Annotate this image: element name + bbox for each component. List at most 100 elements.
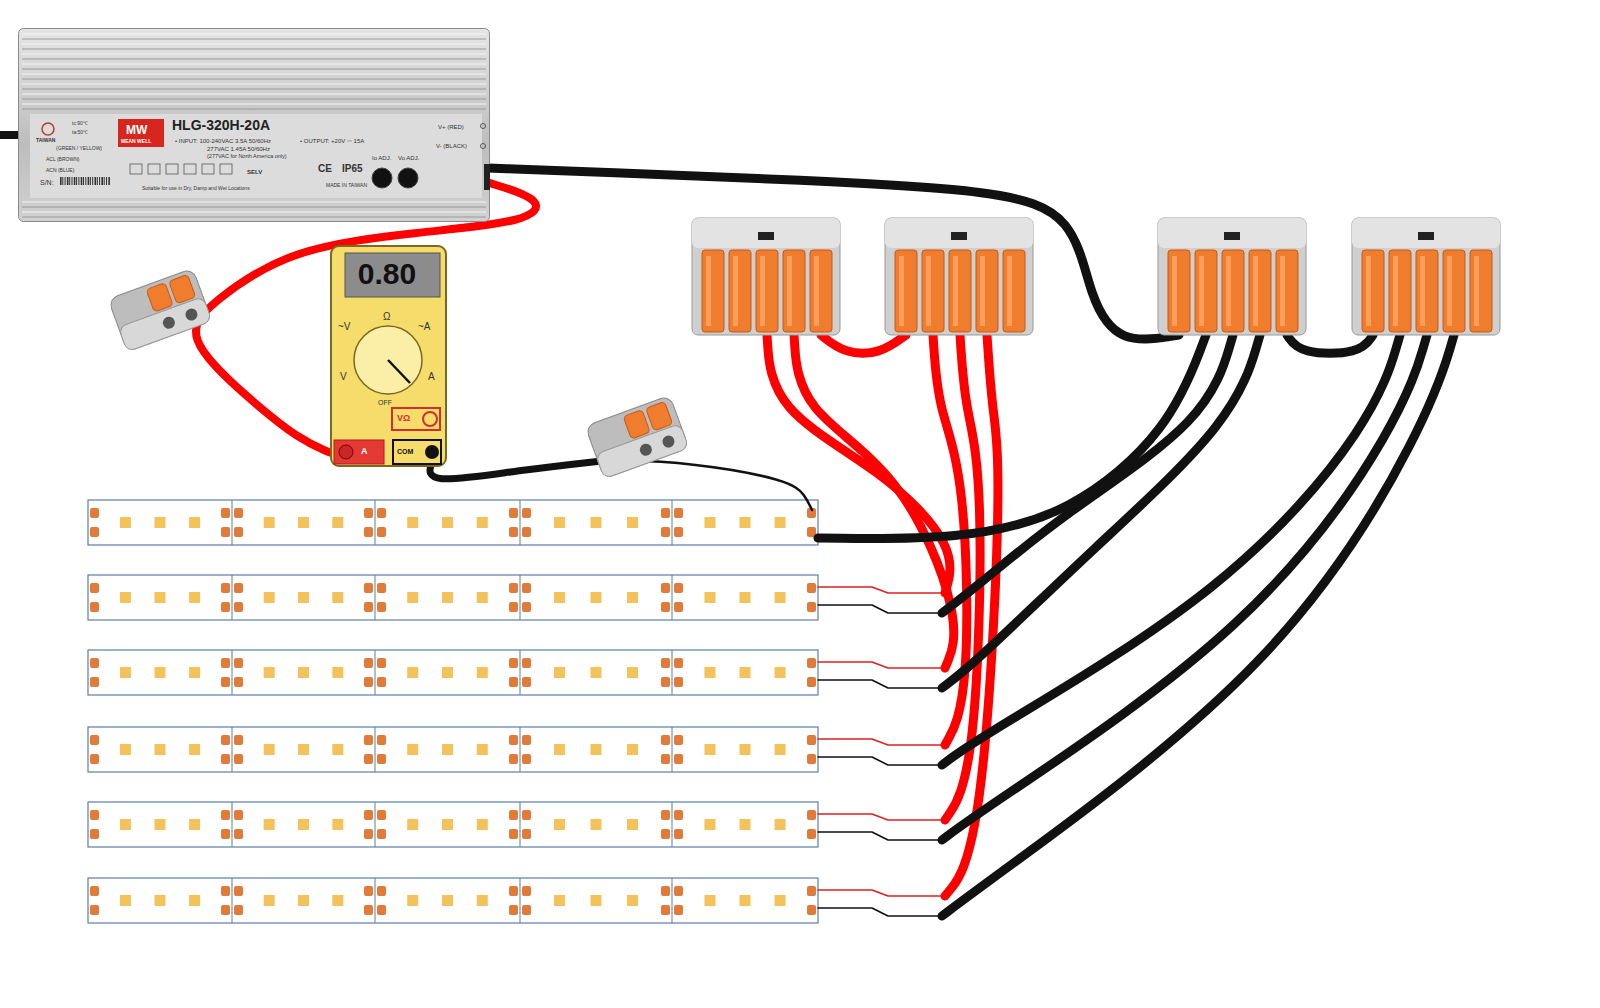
connector-body: [692, 218, 840, 248]
led-chip: [775, 819, 786, 830]
connector-lever: [729, 250, 751, 332]
lever-connector: [108, 268, 212, 351]
led-chip: [704, 592, 715, 603]
solder-pad: [807, 677, 816, 687]
cut-line: [232, 575, 233, 620]
wire: [794, 335, 954, 668]
led-chip: [155, 592, 166, 603]
led-chip: [442, 895, 453, 906]
solder-pad: [364, 658, 373, 668]
connector-body: [585, 395, 689, 478]
solder-pad: [661, 508, 670, 518]
solder-pad: [674, 677, 683, 687]
led-strip: [88, 650, 818, 695]
strip-tape: [88, 500, 818, 545]
solder-pad: [807, 658, 816, 668]
cert-icon: [148, 164, 160, 174]
led-chip: [407, 517, 418, 528]
jumper-wire: [1287, 335, 1373, 353]
solder-pad: [674, 735, 683, 745]
connector-window: [951, 232, 967, 240]
cut-line: [672, 802, 673, 847]
solder-pad: [221, 905, 230, 915]
brand-logo: [118, 119, 164, 147]
led-chip: [775, 592, 786, 603]
cooling-fin: [22, 74, 486, 75]
connector-lever: [1195, 250, 1217, 332]
solder-pad: [807, 583, 816, 593]
solder-pad: [509, 886, 518, 896]
cooling-fin: [22, 217, 486, 218]
led-chip: [740, 517, 751, 528]
connector-lever: [895, 250, 917, 332]
cut-line: [520, 878, 521, 923]
connector-lever: [646, 401, 673, 430]
solder-pad: [364, 602, 373, 612]
solder-pad: [522, 583, 531, 593]
solder-pad: [234, 508, 243, 518]
barcode: [97, 177, 98, 185]
led-chip: [477, 895, 488, 906]
adjust-knob: [372, 168, 392, 188]
connector-window: [1418, 232, 1434, 240]
cut-line: [672, 727, 673, 772]
led-chip: [189, 744, 200, 755]
solder-pad: [90, 735, 99, 745]
solder-pad: [377, 527, 386, 537]
led-chip: [407, 895, 418, 906]
led-chip: [298, 592, 309, 603]
psu-label-text: IP65: [342, 164, 363, 174]
solder-pad: [364, 583, 373, 593]
output-terminal: [484, 164, 490, 190]
solder-pad: [674, 810, 683, 820]
connector-body: [1158, 218, 1306, 248]
strip-tape: [88, 727, 818, 772]
cert-icon: [184, 164, 196, 174]
strip-tape: [88, 650, 818, 695]
barcode: [85, 177, 86, 185]
lever-highlight: [1199, 256, 1204, 326]
lever-connector: [692, 218, 840, 335]
solder-pad: [661, 658, 670, 668]
led-chip: [740, 819, 751, 830]
connector-lever: [1362, 250, 1384, 332]
connector-lever: [1416, 250, 1438, 332]
led-chip: [591, 517, 602, 528]
cert-icon: [166, 164, 178, 174]
cert-icon: [202, 164, 214, 174]
meter-label: OFF: [378, 399, 392, 406]
solder-pad: [234, 735, 243, 745]
solder-pad: [221, 829, 230, 839]
cooling-fin: [22, 207, 486, 208]
psu-label-text: (277VAC for North America only): [207, 154, 287, 160]
solder-pad: [522, 527, 531, 537]
led-chip: [477, 819, 488, 830]
solder-pad: [364, 677, 373, 687]
jumper-wire: [821, 335, 906, 353]
solder-pad: [90, 508, 99, 518]
led-chip: [591, 667, 602, 678]
led-chip: [264, 517, 275, 528]
solder-pad: [377, 658, 386, 668]
cooling-fin: [22, 89, 486, 90]
led-strip: [88, 802, 818, 847]
led-chip: [120, 744, 131, 755]
led-chip: [740, 667, 751, 678]
solder-pad: [522, 602, 531, 612]
solder-pad: [364, 735, 373, 745]
solder-pad: [234, 829, 243, 839]
connector-lever: [169, 274, 196, 303]
led-chip: [704, 819, 715, 830]
psu-label-text: tc:90℃: [72, 121, 88, 126]
solder-pad: [377, 583, 386, 593]
solder-pad: [234, 886, 243, 896]
solder-pad: [364, 886, 373, 896]
led-chip: [775, 667, 786, 678]
psu-label-text: Vo ADJ.: [398, 155, 419, 161]
strip-lead: [818, 890, 945, 896]
strip-lead: [818, 680, 942, 688]
led-chip: [155, 667, 166, 678]
cut-line: [232, 727, 233, 772]
psu-label-text: ta:50℃: [72, 130, 88, 135]
power-supply: tc:90℃ta:50℃TAIWANMWMEAN WELLHLG-320H-20…: [18, 28, 490, 222]
